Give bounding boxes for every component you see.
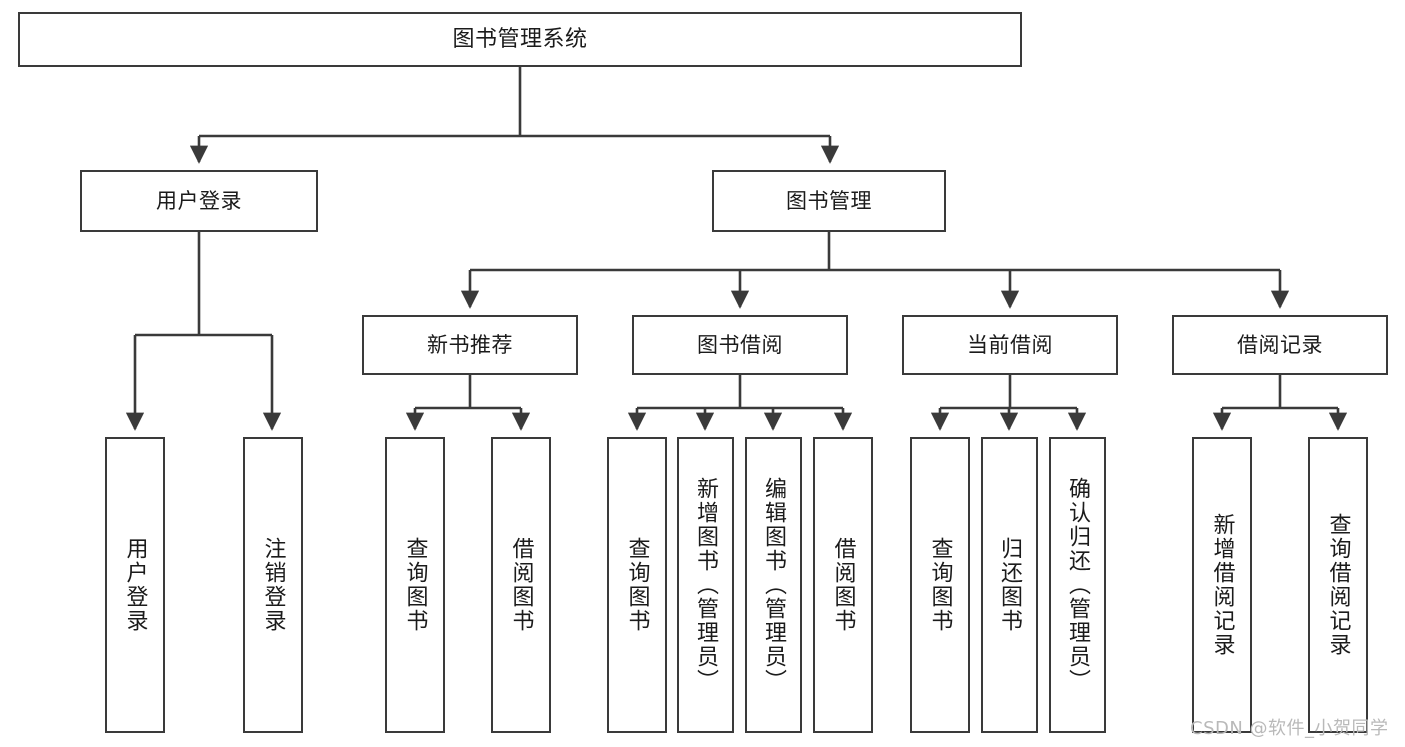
node-leaf-return-book[interactable]: 归还图书 — [981, 437, 1038, 733]
node-leaf-logout-label: 注销登录 — [260, 537, 286, 633]
node-new-book-rec[interactable]: 新书推荐 — [362, 315, 578, 375]
node-leaf-edit-book[interactable]: 编辑图书（管理员） — [745, 437, 802, 733]
node-user-login[interactable]: 用户登录 — [80, 170, 318, 232]
node-leaf-edit-book-label: 编辑图书（管理员） — [761, 477, 787, 693]
node-leaf-return-book-label: 归还图书 — [997, 537, 1023, 633]
node-book-manage[interactable]: 图书管理 — [712, 170, 946, 232]
node-current-borrow-label: 当前借阅 — [967, 332, 1053, 357]
node-leaf-confirm-return[interactable]: 确认归还（管理员） — [1049, 437, 1106, 733]
node-leaf-add-borrow-record-label: 新增借阅记录 — [1209, 513, 1235, 657]
node-book-manage-label: 图书管理 — [786, 188, 872, 213]
node-user-login-label: 用户登录 — [156, 188, 242, 213]
node-root-label: 图书管理系统 — [452, 26, 588, 52]
node-current-borrow[interactable]: 当前借阅 — [902, 315, 1118, 375]
node-borrow-record-label: 借阅记录 — [1237, 332, 1323, 357]
node-leaf-query-book-1-label: 查询图书 — [402, 537, 428, 633]
node-leaf-query-book-3-label: 查询图书 — [927, 537, 953, 633]
node-leaf-borrow-book-1-label: 借阅图书 — [508, 537, 534, 633]
node-leaf-add-book[interactable]: 新增图书（管理员） — [677, 437, 734, 733]
node-leaf-query-book-3[interactable]: 查询图书 — [910, 437, 970, 733]
csdn-watermark: CSDN @软件_小贺同学 — [1190, 718, 1389, 739]
node-leaf-query-book-1[interactable]: 查询图书 — [385, 437, 445, 733]
node-new-book-rec-label: 新书推荐 — [427, 332, 513, 357]
node-leaf-logout[interactable]: 注销登录 — [243, 437, 303, 733]
node-leaf-borrow-book-2[interactable]: 借阅图书 — [813, 437, 873, 733]
node-leaf-query-borrow-record[interactable]: 查询借阅记录 — [1308, 437, 1368, 733]
node-book-borrow[interactable]: 图书借阅 — [632, 315, 848, 375]
node-borrow-record[interactable]: 借阅记录 — [1172, 315, 1388, 375]
node-book-borrow-label: 图书借阅 — [697, 332, 783, 357]
node-leaf-query-borrow-record-label: 查询借阅记录 — [1325, 513, 1351, 657]
node-leaf-borrow-book-2-label: 借阅图书 — [830, 537, 856, 633]
node-leaf-query-book-2-label: 查询图书 — [624, 537, 650, 633]
node-leaf-borrow-book-1[interactable]: 借阅图书 — [491, 437, 551, 733]
node-leaf-user-login-label: 用户登录 — [122, 537, 148, 633]
node-leaf-query-book-2[interactable]: 查询图书 — [607, 437, 667, 733]
node-root[interactable]: 图书管理系统 — [18, 12, 1022, 67]
node-leaf-add-book-label: 新增图书（管理员） — [693, 477, 719, 693]
node-leaf-add-borrow-record[interactable]: 新增借阅记录 — [1192, 437, 1252, 733]
node-leaf-confirm-return-label: 确认归还（管理员） — [1065, 477, 1091, 693]
node-leaf-user-login[interactable]: 用户登录 — [105, 437, 165, 733]
